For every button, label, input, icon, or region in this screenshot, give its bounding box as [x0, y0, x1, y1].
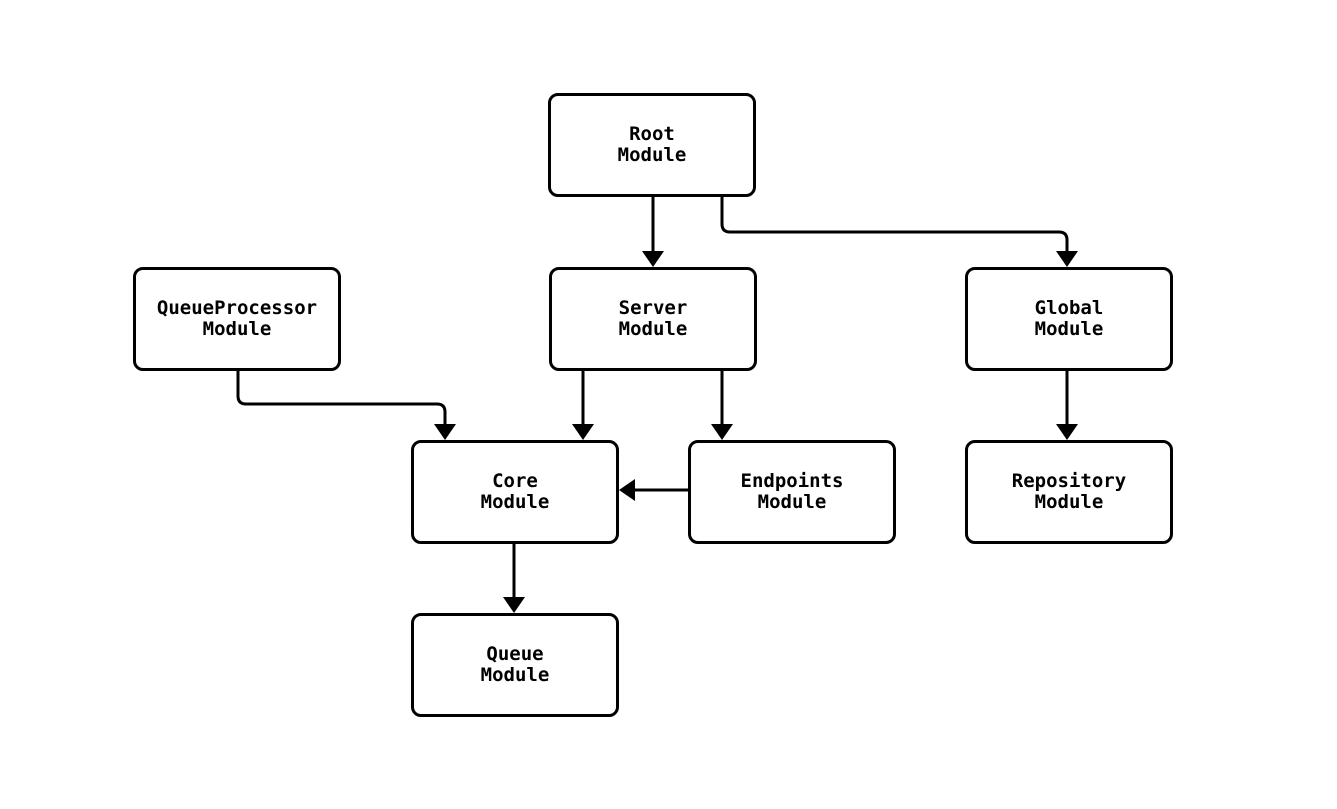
edge-server-to-core	[572, 371, 594, 440]
node-server-module: Server Module	[549, 267, 757, 371]
node-label-line: Module	[480, 664, 550, 686]
node-root-module: Root Module	[548, 93, 756, 197]
node-label-line: Global	[1034, 297, 1104, 319]
node-endpoints-module: Endpoints Module	[688, 440, 896, 544]
edge-queueprocessor-to-core	[236, 371, 456, 440]
node-label-line: Server	[618, 297, 688, 319]
node-label-line: Repository	[1011, 470, 1127, 492]
node-label-line: Module	[618, 318, 688, 340]
node-label-line: Module	[1034, 318, 1104, 340]
node-label-line: Root	[629, 123, 675, 145]
node-label-line: Module	[480, 491, 550, 513]
node-label-line: Endpoints	[740, 470, 844, 492]
edge-global-to-repository	[1056, 371, 1078, 440]
node-label-line: Queue	[486, 643, 544, 665]
node-repository-module: Repository Module	[965, 440, 1173, 544]
node-queue-module: Queue Module	[411, 613, 619, 717]
node-label-line: QueueProcessor	[156, 297, 318, 319]
edge-endpoints-to-core	[619, 479, 688, 501]
node-label-line: Module	[1034, 491, 1104, 513]
edge-server-to-endpoints	[711, 371, 733, 440]
node-queueprocessor-module: QueueProcessor Module	[133, 267, 341, 371]
node-label-line: Module	[757, 491, 827, 513]
node-label-line: Module	[617, 144, 687, 166]
node-global-module: Global Module	[965, 267, 1173, 371]
edge-core-to-queue	[503, 544, 525, 613]
node-core-module: Core Module	[411, 440, 619, 544]
node-label-line: Module	[202, 318, 272, 340]
node-label-line: Core	[492, 470, 538, 492]
edge-root-to-server	[642, 197, 664, 267]
edge-root-to-global	[720, 197, 1078, 267]
